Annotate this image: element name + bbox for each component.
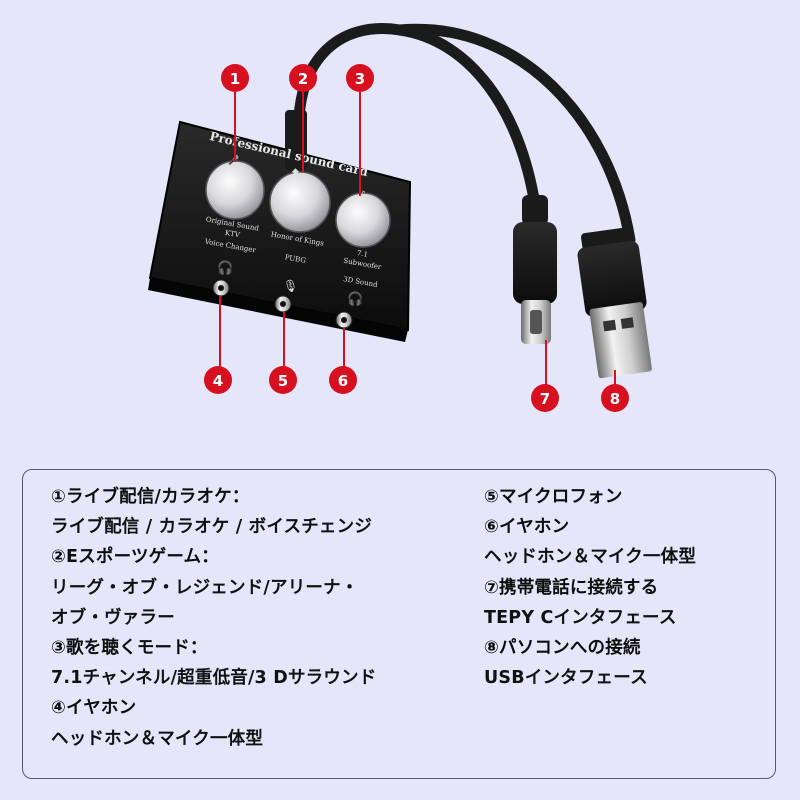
feature-line: ④イヤホン <box>51 698 137 719</box>
feature-line: USBインタフェース <box>484 668 648 689</box>
feature-line: ⑦携帯電話に接続する <box>484 577 659 598</box>
product-illustration: Professional sound card 🎤 ◆ ♪ Original S… <box>148 23 652 412</box>
usb-a-plug <box>577 227 652 379</box>
callout-badge-8 <box>601 384 629 412</box>
callout-label-7: 7 <box>540 390 550 408</box>
game-icon: ◆ <box>292 167 299 177</box>
callout-badge-7 <box>531 384 559 412</box>
knob-live-karaoke <box>205 160 265 220</box>
feature-line: ①ライブ配信/カラオケ： <box>51 487 250 507</box>
headphone-icon: 🎧 <box>217 260 233 276</box>
callout-badge-2 <box>289 64 317 92</box>
knob-gaming <box>269 171 331 233</box>
callout-badge-5 <box>269 366 297 394</box>
callout-label-2: 2 <box>298 70 308 88</box>
usb-c-plug <box>513 195 557 344</box>
feature-list-left: ①ライブ配信/カラオケ： ライブ配信 / カラオケ / ボイスチェンジ ②Eスポ… <box>51 482 376 754</box>
feature-line: ⑧パソコンへの接続 <box>484 637 641 658</box>
callout-label-3: 3 <box>355 70 365 88</box>
microphone-icon: 🎙 <box>283 279 298 293</box>
headphone-icon: 🎧 <box>347 291 363 307</box>
callout-badge-1 <box>221 64 249 92</box>
callout-label-4: 4 <box>213 372 223 390</box>
feature-line: ヘッドホン＆マイク一体型 <box>484 547 697 568</box>
feature-line: ②Eスポーツゲーム： <box>51 547 219 568</box>
knob2-label-2: PUBG <box>284 253 307 265</box>
callout-label-6: 6 <box>338 372 348 390</box>
feature-line: ③歌を聴くモード： <box>51 637 208 658</box>
sound-card-device: Professional sound card 🎤 ◆ ♪ Original S… <box>148 110 412 342</box>
feature-line: ⑥イヤホン <box>484 517 570 538</box>
callout-badge-6 <box>329 366 357 394</box>
feature-line: ⑤マイクロフォン <box>484 487 623 507</box>
feature-line: TEPY Cインタフェース <box>484 607 677 628</box>
knob1-label-2: KTV <box>224 229 241 240</box>
callout-badge-4 <box>204 366 232 394</box>
music-note-icon: ♪ <box>360 190 366 200</box>
feature-line: ヘッドホン＆マイク一体型 <box>51 728 264 749</box>
feature-line: ライブ配信 / カラオケ / ボイスチェンジ <box>51 517 373 538</box>
callout-label-8: 8 <box>610 390 620 408</box>
feature-description-box: ①ライブ配信/カラオケ： ライブ配信 / カラオケ / ボイスチェンジ ②Eスポ… <box>22 469 776 779</box>
feature-line: 7.1チャンネル/超重低音/3 Dサラウンド <box>51 668 377 689</box>
feature-line: リーグ・オブ・レジェンド/アリーナ・ <box>51 577 359 598</box>
callout-label-5: 5 <box>278 372 288 390</box>
feature-line: オブ・ヴァラー <box>51 607 175 628</box>
knob-listening <box>335 192 391 248</box>
feature-list-right: ⑤マイクロフォン ⑥イヤホン ヘッドホン＆マイク一体型 ⑦携帯電話に接続する T… <box>484 482 696 693</box>
knob3-label-1: 7.1 <box>356 249 368 259</box>
callout-badge-3 <box>346 64 374 92</box>
karaoke-icon: 🎤 <box>228 154 239 166</box>
callout-label-1: 1 <box>230 70 240 88</box>
